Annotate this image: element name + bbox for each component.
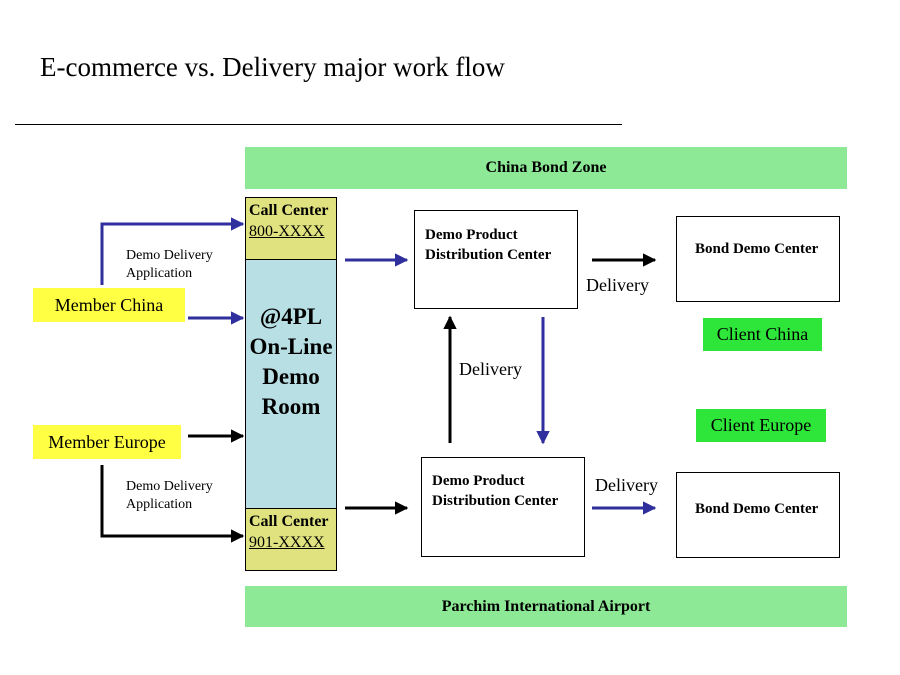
bond-demo-center-top: Bond Demo Center: [676, 216, 840, 302]
zone-band-parchim-airport: Parchim International Airport: [245, 586, 847, 627]
application-label-top: Demo Delivery Application: [126, 247, 213, 283]
distribution-center-top-line-1: Demo Product: [425, 227, 518, 243]
call-center-bottom-number: 901-XXXX: [249, 534, 325, 551]
demo-room-line-3: Demo: [262, 364, 320, 389]
demo-room-line-1: @4PL: [259, 304, 323, 329]
call-center-top-number: 800-XXXX: [249, 223, 325, 240]
member-china-label: Member China: [54, 294, 164, 315]
distribution-center-top-line-2: Distribution Center: [425, 247, 552, 263]
distribution-center-bottom: Demo Product Distribution Center: [421, 457, 585, 557]
member-china-tag: Member China: [33, 288, 185, 322]
client-europe-tag: Client Europe: [696, 409, 826, 442]
call-center-bottom: Call Center 901-XXXX: [245, 508, 337, 571]
zone-label-bottom: Parchim International Airport: [441, 597, 651, 615]
member-europe-tag: Member Europe: [33, 425, 181, 459]
demo-room-line-2: On-Line: [249, 334, 333, 359]
bond-demo-center-bottom: Bond Demo Center: [676, 472, 840, 558]
delivery-label-center: Delivery: [459, 359, 522, 379]
title-divider: [15, 124, 622, 125]
application-top-line-1: Demo Delivery: [126, 248, 213, 263]
client-europe-label: Client Europe: [710, 415, 812, 435]
application-bottom-line-2: Application: [126, 497, 193, 512]
member-europe-label: Member Europe: [48, 431, 166, 452]
application-bottom-line-1: Demo Delivery: [126, 479, 213, 494]
zone-band-china-bond-zone: China Bond Zone: [245, 147, 847, 189]
call-center-bottom-title: Call Center: [249, 513, 329, 530]
demo-room-line-4: Room: [261, 394, 321, 419]
call-center-top: Call Center 800-XXXX: [245, 197, 337, 260]
distribution-center-top: Demo Product Distribution Center: [414, 210, 578, 309]
bond-demo-center-top-label: Bond Demo Center: [695, 241, 819, 257]
demo-room-label: @4PL On-Line Demo Room: [245, 302, 337, 422]
delivery-label-top-right: Delivery: [586, 275, 649, 295]
page-title: E-commerce vs. Delivery major work flow: [40, 52, 505, 82]
call-center-top-title: Call Center: [249, 202, 329, 219]
client-china-tag: Client China: [703, 318, 822, 351]
bond-demo-center-bottom-label: Bond Demo Center: [695, 501, 819, 517]
distribution-center-bottom-line-1: Demo Product: [432, 473, 525, 489]
application-label-bottom: Demo Delivery Application: [126, 478, 213, 514]
client-china-label: Client China: [716, 324, 809, 344]
delivery-label-bottom-right: Delivery: [595, 475, 658, 495]
application-top-line-2: Application: [126, 266, 193, 281]
distribution-center-bottom-line-2: Distribution Center: [432, 493, 559, 509]
zone-label-top: China Bond Zone: [485, 159, 607, 176]
